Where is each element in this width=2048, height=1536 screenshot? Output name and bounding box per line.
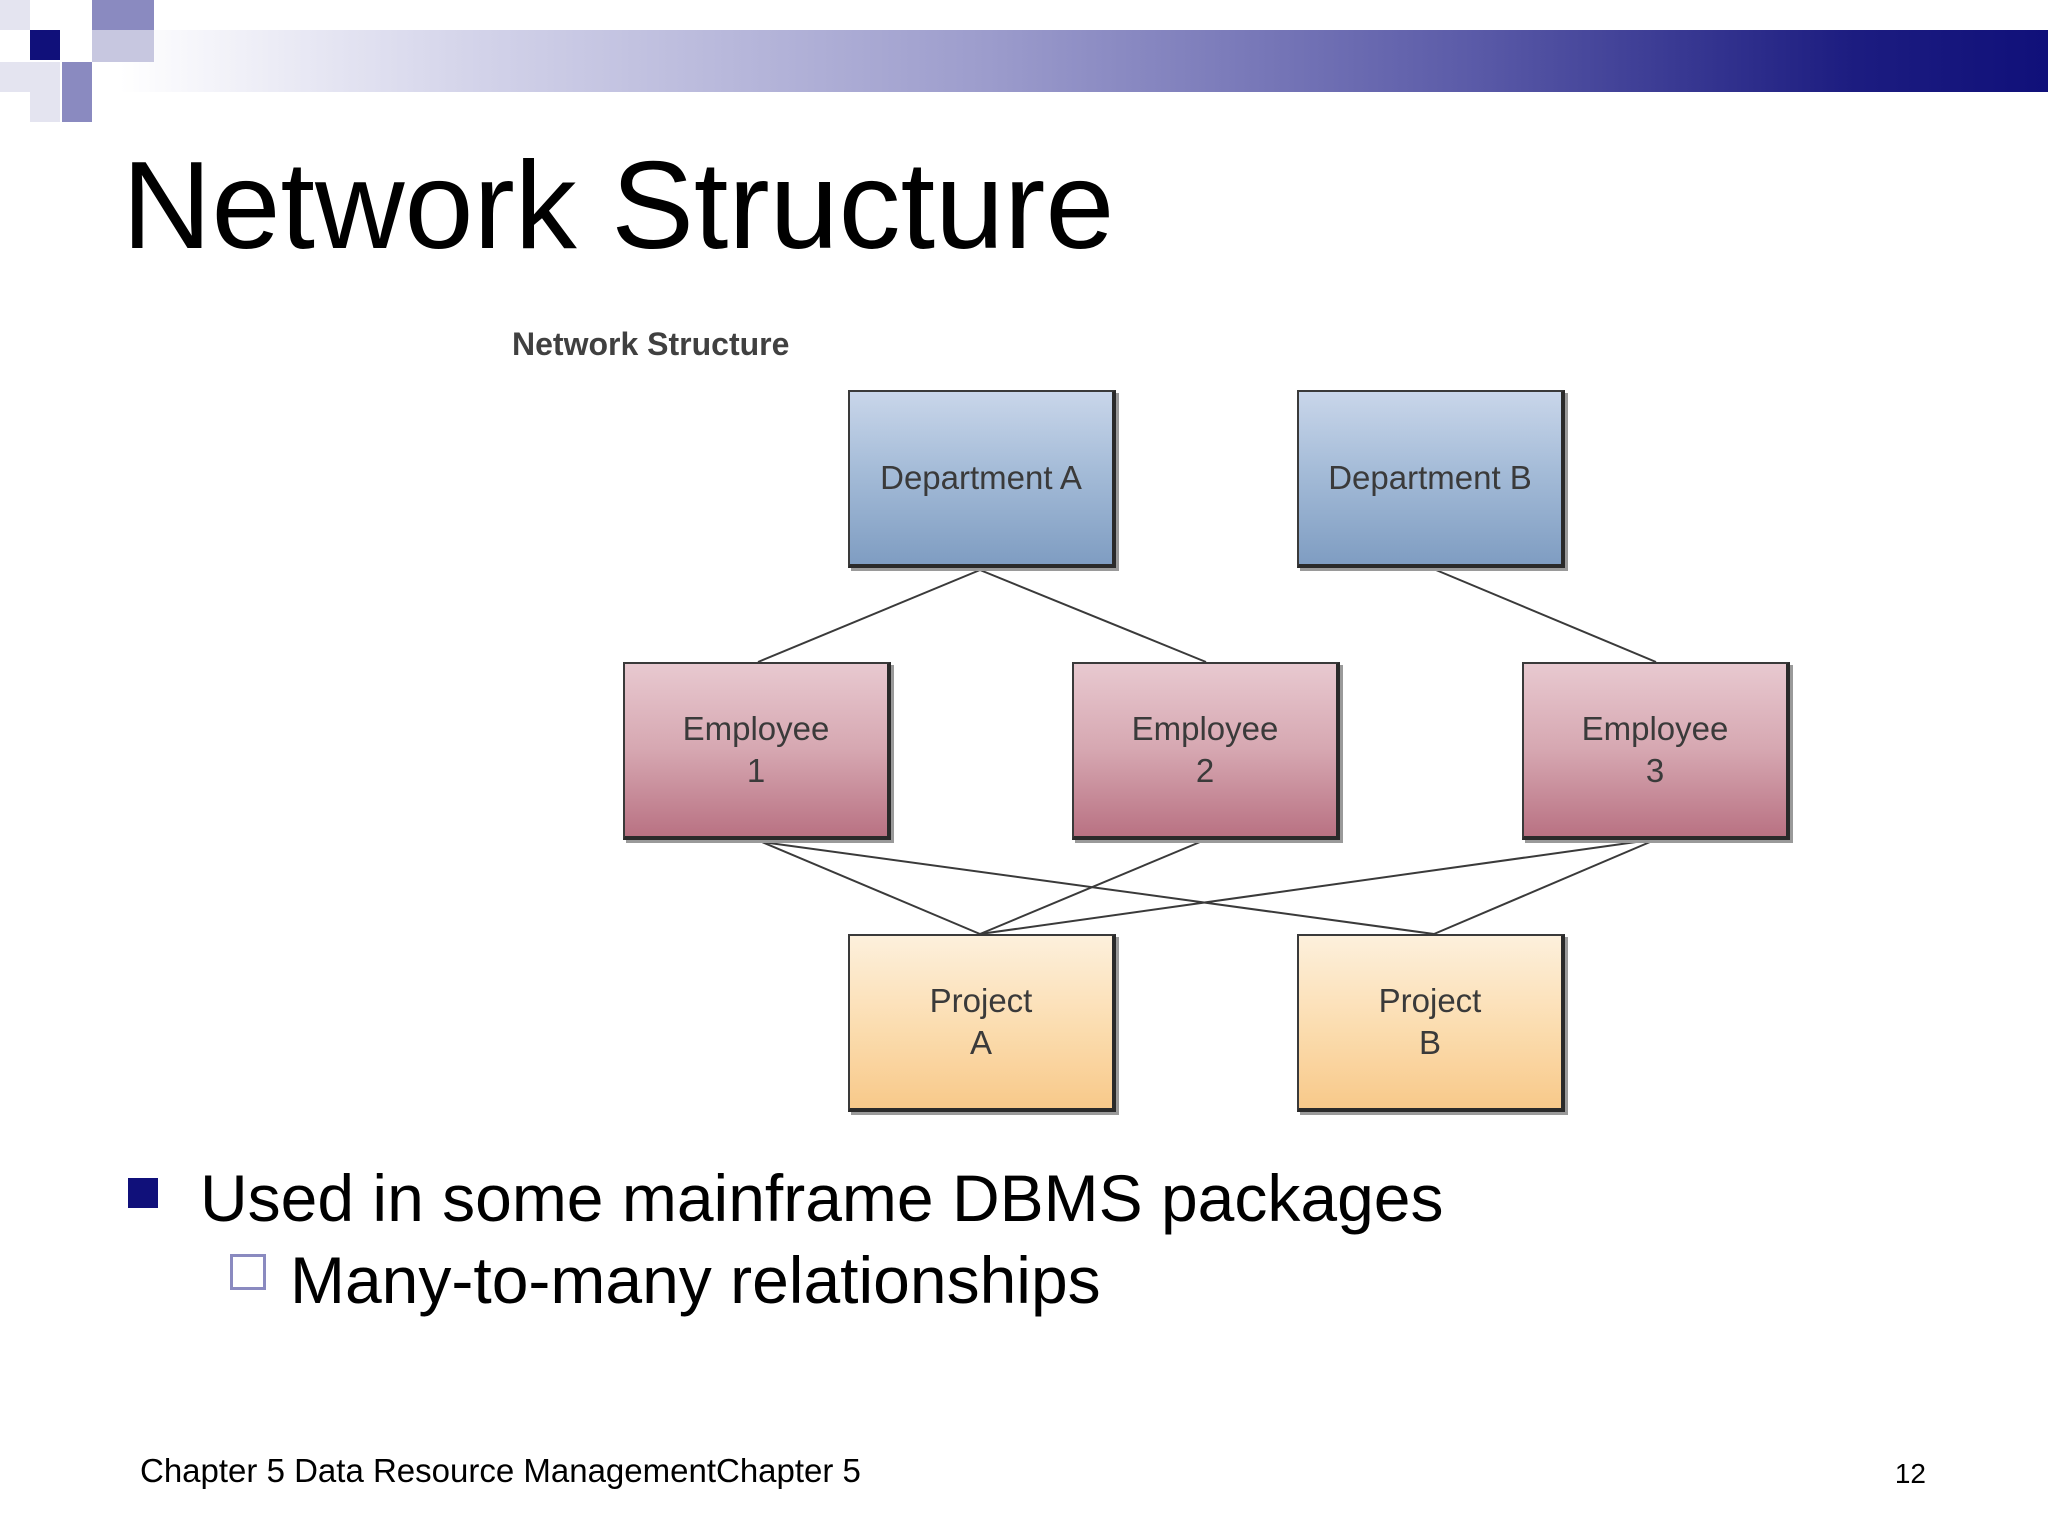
node-employee-2: Employee 2 [1072,662,1340,840]
edge-emp-1-proj-a [761,841,981,935]
slide-title: Network Structure [122,137,1115,275]
sub-bullet-hollow-square-icon [230,1254,266,1290]
bullet-text: Used in some mainframe DBMS packages [200,1161,1444,1235]
decorative-square [0,62,60,92]
edge-emp-3-proj-b [1433,841,1651,935]
footer-text: Chapter 5 Data Resource ManagementChapte… [140,1452,861,1489]
decorative-square [62,62,92,92]
edge-emp-3-proj-a [979,841,1637,935]
page-number: 12 [1894,1458,1926,1489]
node-employee-3: Employee 3 [1522,662,1790,840]
header-gradient-band [120,30,2048,92]
edge-emp-2-proj-a [979,841,1201,935]
sub-bullet-text: Many-to-many relationships [290,1243,1101,1317]
decorative-square [92,0,154,30]
decorative-square [30,30,60,60]
decorative-square [30,92,60,122]
decorative-square [0,0,30,30]
node-project-b: Project B [1297,934,1565,1112]
decorative-square [92,30,154,62]
edge-dept-a-emp-1 [757,569,981,663]
edge-dept-b-emp-3 [1435,569,1657,663]
node-department-b: Department B [1297,390,1565,568]
node-department-a: Department A [848,390,1116,568]
decorative-square [62,92,92,122]
edge-emp-1-proj-b [761,841,1435,935]
bullet-square-icon [128,1178,158,1208]
figure-caption: Network Structure [512,326,790,362]
node-project-a: Project A [848,934,1116,1112]
node-employee-1: Employee 1 [623,662,891,840]
edge-dept-a-emp-2 [979,569,1207,663]
